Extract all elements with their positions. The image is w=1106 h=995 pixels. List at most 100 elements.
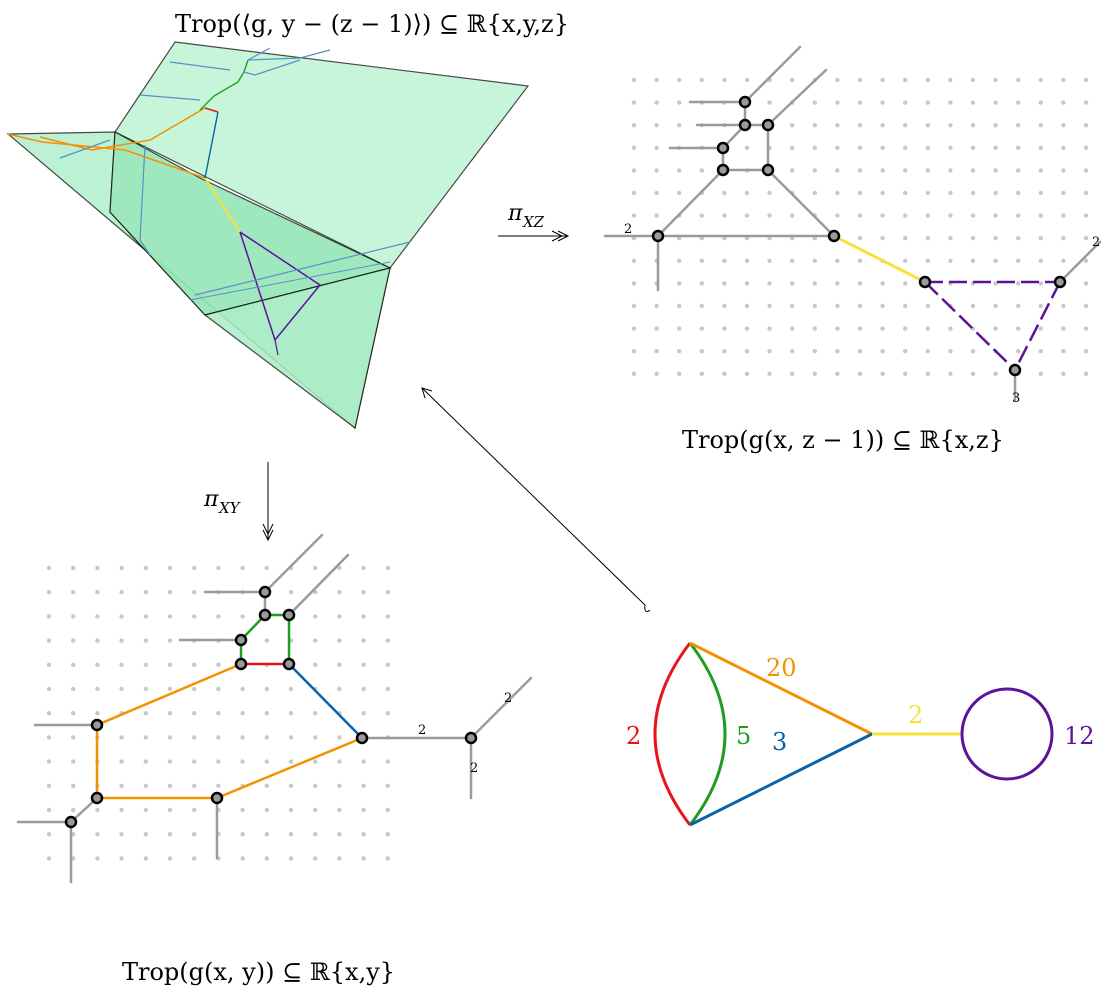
grid-dot (119, 565, 124, 571)
grid-dot (812, 145, 817, 150)
grid-dot (880, 326, 885, 331)
grid-dot (288, 783, 294, 788)
grid-dot (1038, 371, 1044, 376)
grid-dot (167, 590, 173, 595)
grid-dot (835, 258, 840, 263)
grid-dot (722, 349, 727, 354)
grid-dot (143, 565, 148, 571)
grid-dot (119, 614, 124, 619)
arrow-xz-subscript: XZ (522, 213, 545, 231)
grid-dot (631, 145, 637, 150)
grid-dot (192, 856, 197, 861)
grid-dot (71, 686, 76, 692)
grid-dot (857, 145, 863, 150)
grid-dot (654, 371, 659, 376)
grid-dot (46, 686, 52, 692)
grid-dot (722, 281, 727, 286)
grid-dot (880, 281, 885, 286)
grid-dot (1061, 371, 1066, 376)
grid-dot (790, 258, 795, 263)
grid-dot (744, 190, 750, 196)
grid-dot (790, 281, 795, 286)
grid-dot (1061, 326, 1066, 331)
grid-dot (119, 832, 124, 837)
grid-dot (631, 213, 637, 218)
grid-dot (1061, 349, 1066, 354)
grid-dot (677, 371, 682, 376)
grid-dot (677, 77, 682, 83)
grid-dot (970, 371, 976, 376)
grid-dot (744, 258, 750, 263)
grid-dot (744, 326, 750, 331)
grid-dot (812, 168, 817, 173)
grid-dot (993, 77, 998, 83)
grid-dot (654, 349, 659, 354)
grid-dot (903, 145, 908, 150)
grid-dot (216, 662, 221, 667)
grid-dot (722, 258, 727, 263)
grid-dot (264, 686, 269, 692)
grid-dot (1016, 77, 1021, 83)
arrow-xy-label: π (203, 487, 219, 512)
grid-dot (857, 303, 863, 309)
grid-dot (631, 123, 637, 128)
grid-dot (767, 371, 772, 376)
grid-dot (216, 686, 221, 692)
grid-dot (903, 326, 908, 331)
grid-xz (631, 77, 1089, 376)
grid-dot (119, 759, 124, 764)
grid-dot (948, 145, 953, 150)
grid-dot (385, 807, 390, 813)
grid-dot (1083, 100, 1089, 105)
grid-dot (903, 258, 908, 263)
grid-dot (812, 371, 817, 376)
grid-dot (1061, 258, 1066, 263)
grid-dot (1038, 190, 1044, 196)
grid-dot (46, 711, 52, 716)
caption-xy: Trop(g(x, y)) ⊆ ℝ{x,y} (122, 958, 395, 986)
grid-dot (313, 759, 318, 764)
grid-dot (948, 258, 953, 263)
grid-dot (677, 258, 682, 263)
grid-dot (654, 213, 659, 218)
grid-dot (361, 832, 366, 837)
grid-dot (240, 807, 245, 813)
grid-dot (835, 123, 840, 128)
grid-dot (192, 711, 197, 716)
grid-dot (835, 349, 840, 354)
grid-dot (1038, 303, 1044, 309)
grid-dot (313, 614, 318, 619)
grid-dot (46, 614, 52, 619)
grid-dot (288, 590, 294, 595)
grid-dot (903, 281, 908, 286)
grid-dot (46, 662, 52, 667)
grid-dot (95, 638, 100, 643)
grid-dot (1061, 303, 1066, 309)
grid-dot (744, 281, 750, 286)
grid-dot (925, 123, 930, 128)
grid-dot (948, 190, 953, 196)
grid-dot (337, 783, 342, 788)
grid-dot (1061, 123, 1066, 128)
grid-dot (1016, 123, 1021, 128)
grid-dot (119, 856, 124, 861)
grid-dot (948, 77, 953, 83)
grid-dot (880, 77, 885, 83)
grid-dot (167, 807, 173, 813)
projection-arrow-xy: π XY (203, 462, 274, 542)
grid-dot (313, 662, 318, 667)
grid-dot (71, 807, 76, 813)
grid-dot (167, 614, 173, 619)
grid-dot (385, 711, 390, 716)
grid-dot (767, 326, 772, 331)
grid-dot (744, 303, 750, 309)
grid-dot (1061, 236, 1066, 241)
grid-dot (143, 638, 148, 643)
grid-dot (143, 686, 148, 692)
grid-dot (313, 565, 318, 571)
grid-dot (240, 735, 245, 740)
graph-edge-label-blue: 3 (772, 728, 787, 756)
grid-dot (631, 190, 637, 196)
grid-dot (361, 686, 366, 692)
grid-dot (71, 783, 76, 788)
